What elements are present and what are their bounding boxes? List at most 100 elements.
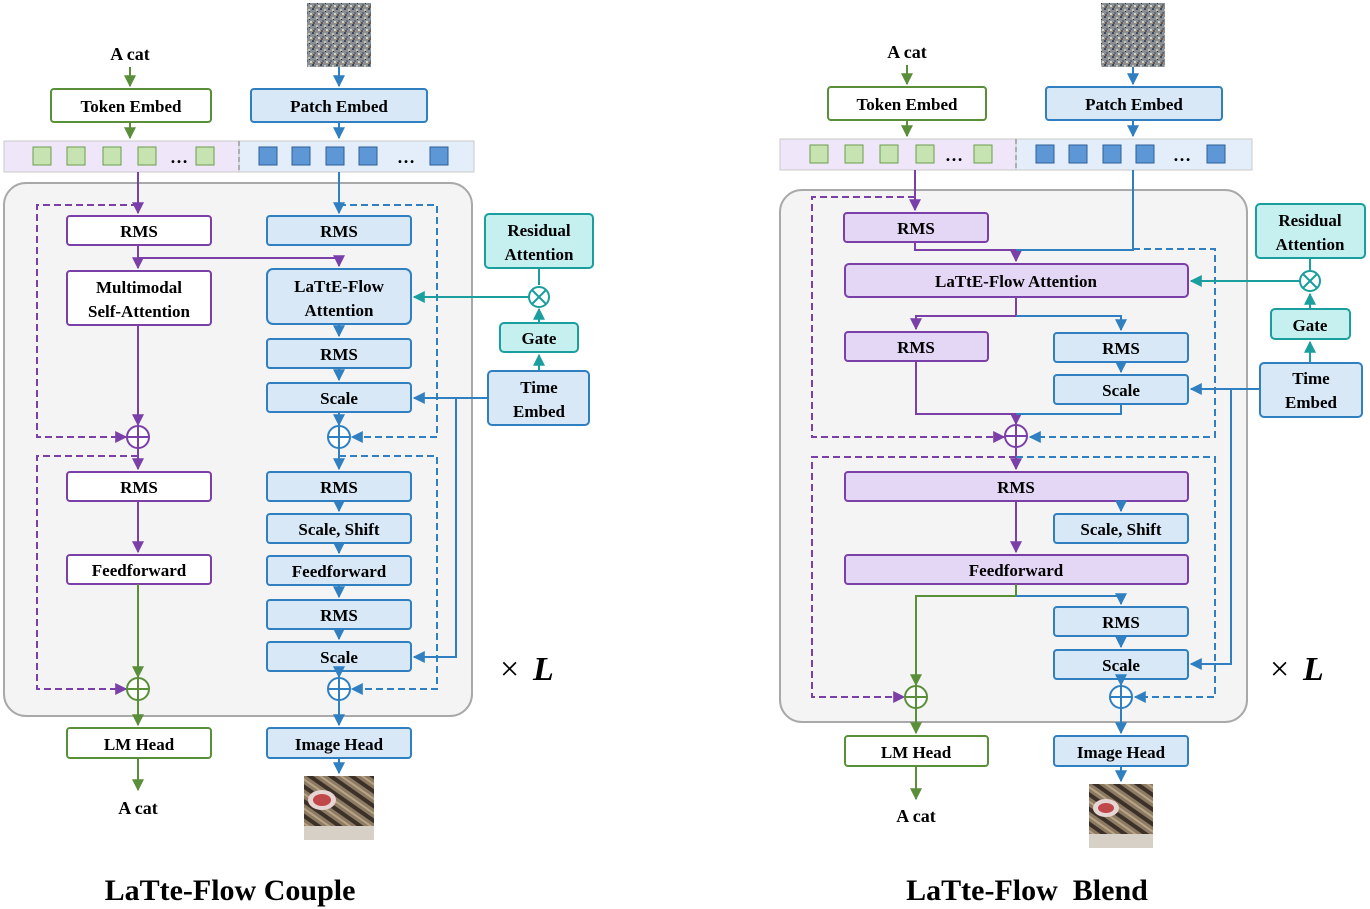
image-head-label: Image Head xyxy=(1077,743,1166,762)
lm-head-label: LM Head xyxy=(881,743,952,762)
text-residual-add-1 xyxy=(126,425,150,449)
image-rms-1-label: RMS xyxy=(1102,339,1140,358)
residual-attn-line1: Residual xyxy=(507,221,571,240)
text-output-label: A cat xyxy=(118,798,158,818)
image-scale-1-label: Scale xyxy=(1102,381,1140,400)
text-residual-add-2 xyxy=(126,677,150,701)
mm-attn-line1: Multimodal xyxy=(96,278,182,297)
residual-attn-line1: Residual xyxy=(1278,211,1342,230)
image-token-ellipsis: … xyxy=(1173,145,1191,165)
image-rms-2-label: RMS xyxy=(320,345,358,364)
image-token-ellipsis: … xyxy=(397,147,415,167)
image-token xyxy=(291,146,311,166)
latte-attn-line1: LaTtE-Flow xyxy=(294,277,384,296)
time-embed-line1: Time xyxy=(1292,369,1330,388)
lm-head-label: LM Head xyxy=(104,735,175,754)
text-token xyxy=(844,144,864,164)
text-output-label: A cat xyxy=(896,806,936,826)
image-head-label: Image Head xyxy=(295,735,384,754)
image-scale-shift-label: Scale, Shift xyxy=(298,520,380,539)
image-token xyxy=(1206,144,1226,164)
text-token xyxy=(195,146,215,166)
image-token xyxy=(1102,144,1122,164)
image-scale-1-label: Scale xyxy=(320,389,358,408)
text-tokens: … xyxy=(809,144,993,165)
residual-attn-line2: Attention xyxy=(1276,235,1345,254)
text-token xyxy=(137,146,157,166)
image-scale-2-label: Scale xyxy=(1102,656,1140,675)
text-rms-2-label: RMS xyxy=(120,478,158,497)
image-rms-3-label: RMS xyxy=(320,478,358,497)
couple-block-panel xyxy=(3,182,473,717)
image-residual-add-1 xyxy=(327,425,351,449)
shared-feedforward-label: Feedforward xyxy=(969,561,1064,580)
image-token xyxy=(1035,144,1055,164)
blend-caption: LaTte-Flow Blend xyxy=(906,874,1148,907)
text-token xyxy=(915,144,935,164)
text-rms-1-label: RMS xyxy=(120,222,158,241)
text-feedforward-label: Feedforward xyxy=(92,561,187,580)
image-tokens: … xyxy=(258,146,449,167)
text-token xyxy=(66,146,86,166)
gate-box xyxy=(1270,308,1351,340)
image-token xyxy=(1135,144,1155,164)
couple-diagram: A cat Token Embed Patch Embed … … xyxy=(3,3,594,907)
text-input-label: A cat xyxy=(887,42,927,62)
repeat-multiplier: × xyxy=(1270,651,1289,688)
image-residual-add-2 xyxy=(1109,685,1133,709)
image-rms-2-label: RMS xyxy=(1102,613,1140,632)
text-token xyxy=(809,144,829,164)
token-embed-label: Token Embed xyxy=(81,97,182,116)
image-rms-4-label: RMS xyxy=(320,606,358,625)
text-residual-add-2 xyxy=(904,685,928,709)
mm-attn-line2: Self-Attention xyxy=(88,302,191,321)
text-rms-2-label: RMS xyxy=(897,338,935,357)
image-scale-shift xyxy=(1053,513,1189,544)
patch-embed-label: Patch Embed xyxy=(1085,95,1183,114)
repeat-count-L: L xyxy=(1302,651,1324,688)
repeat-count-L: L xyxy=(532,651,554,688)
time-embed-line1: Time xyxy=(520,378,558,397)
text-tokens: … xyxy=(32,146,215,167)
time-embed-line2: Embed xyxy=(513,402,566,421)
output-cat-image xyxy=(1089,784,1153,848)
token-embed-label: Token Embed xyxy=(857,95,958,114)
residual-attn-line2: Attention xyxy=(505,245,574,264)
image-tokens: … xyxy=(1035,144,1226,165)
text-token xyxy=(973,144,993,164)
latte-attn-line2: Attention xyxy=(305,301,374,320)
image-token xyxy=(429,146,449,166)
image-rms-1-label: RMS xyxy=(320,222,358,241)
image-rms-1 xyxy=(266,215,412,246)
image-token xyxy=(358,146,378,166)
image-token xyxy=(258,146,278,166)
image-token xyxy=(325,146,345,166)
text-token-ellipsis: … xyxy=(945,145,963,165)
output-cat-image xyxy=(304,776,374,840)
blend-diagram: A cat Token Embed Patch Embed … … xyxy=(779,3,1366,907)
image-scale-shift-label: Scale, Shift xyxy=(1080,520,1162,539)
image-token xyxy=(1068,144,1088,164)
image-feedforward-label: Feedforward xyxy=(292,562,387,581)
image-residual-add-2 xyxy=(327,677,351,701)
repeat-multiplier: × xyxy=(500,651,519,688)
time-embed-line2: Embed xyxy=(1285,393,1338,412)
noisy-input-image xyxy=(307,3,371,67)
text-input-label: A cat xyxy=(110,44,150,64)
gate-multiply xyxy=(528,286,550,308)
gate-multiply xyxy=(1299,270,1321,292)
text-token xyxy=(102,146,122,166)
noisy-input-image xyxy=(1101,3,1165,67)
couple-caption: LaTte-Flow Couple xyxy=(105,874,356,907)
patch-embed-label: Patch Embed xyxy=(290,97,388,116)
text-token xyxy=(879,144,899,164)
latte-attn-label: LaTtE-Flow Attention xyxy=(935,272,1098,291)
gate-label: Gate xyxy=(522,329,557,348)
text-token xyxy=(32,146,52,166)
image-scale-2-label: Scale xyxy=(320,648,358,667)
gate-label: Gate xyxy=(1293,316,1328,335)
shared-rms-label: RMS xyxy=(997,478,1035,497)
text-token-ellipsis: … xyxy=(170,147,188,167)
residual-add-1 xyxy=(1004,424,1028,448)
